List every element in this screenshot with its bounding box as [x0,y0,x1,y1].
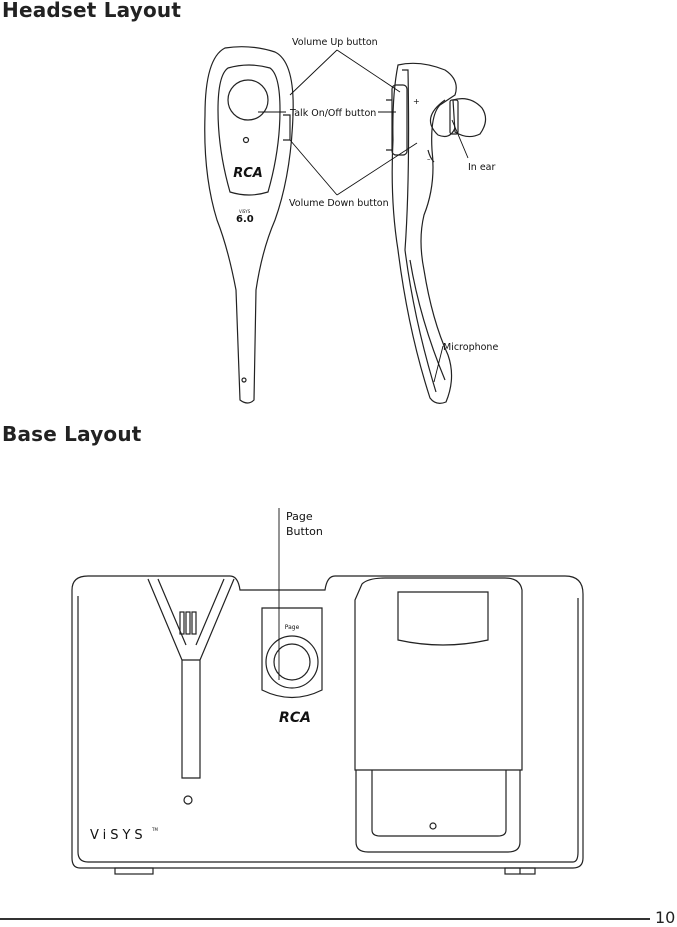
headset-version-prefix: ViSYS [239,209,251,214]
volume-down-label: Volume Down button [289,198,389,209]
base-brand-logo: RCA [279,710,311,726]
svg-text:–: – [427,155,431,163]
front-bottom-hole [241,377,247,383]
page-number: 10 [655,908,676,927]
svg-text:+: + [413,97,420,106]
visys-trademark: TM [151,827,158,832]
base-diagram: Page RCA ViSYS TM Page Button [71,508,584,875]
volume-buttons-side [391,84,408,156]
headset-front-panel [217,64,281,196]
charging-cradle [354,577,523,771]
page-button-label-line1: Page [286,510,313,523]
volume-up-label: Volume Up button [292,37,378,48]
earbud [452,98,487,138]
headset-slot [147,578,235,779]
base-housing [71,575,584,869]
page-button-text: Page [285,624,300,631]
headset-layout-heading: Headset Layout [2,0,182,22]
headset-side-body [391,62,457,404]
talk-button-label: Talk On/Off button [289,108,376,119]
visys-product-name: ViSYS [90,828,147,843]
headset-diagram: RCA ViSYS 6.0 + – Volume Up button Talk … [204,37,498,404]
page-button [273,643,311,681]
microphone-label: Microphone [443,342,498,353]
footer-rule [0,918,650,920]
base-indicator-led [183,795,193,805]
headset-brand-logo: RCA [233,166,263,181]
front-indicator-hole [242,136,250,144]
headset-version-number: 6.0 [236,214,254,225]
headset-front-body [204,46,294,404]
in-ear-label: In ear [468,162,496,173]
base-layout-heading: Base Layout [2,422,142,446]
headset-leader-lines [258,49,469,383]
talk-button-front [227,79,269,121]
page-button-label-line2: Button [286,525,323,538]
